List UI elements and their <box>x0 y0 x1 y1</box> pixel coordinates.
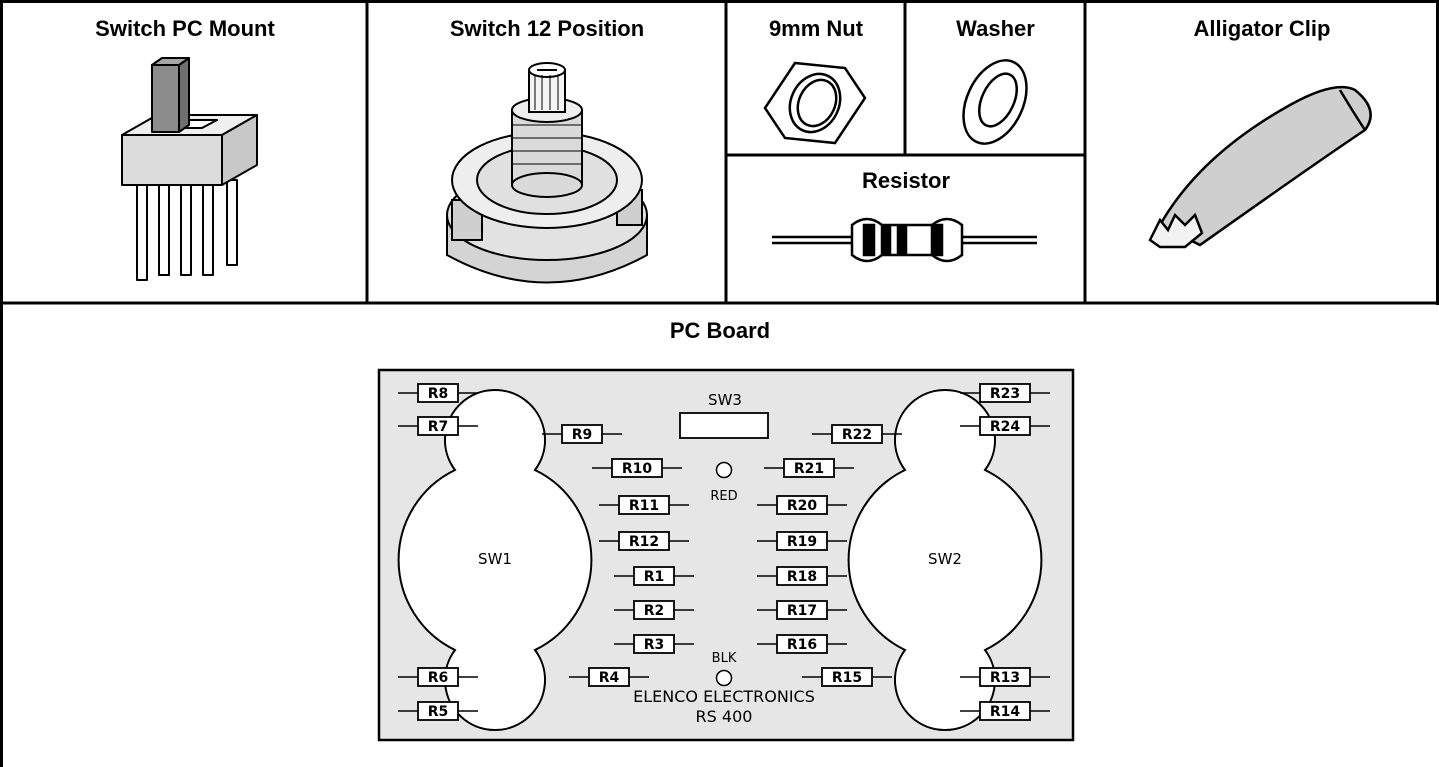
resistor-label-r12: R12 <box>629 534 659 550</box>
resistor-label-r3: R3 <box>644 637 665 653</box>
blk-label: BLK <box>712 651 737 666</box>
resistor-body <box>979 667 1031 687</box>
slide-switch-illustration <box>121 57 258 281</box>
resistor-label-r4: R4 <box>599 670 620 686</box>
resistor-footprint-r17: R17 <box>757 600 847 620</box>
resistor-body <box>417 383 459 403</box>
maker-label: ELENCO ELECTRONICS <box>633 687 815 706</box>
resistor-body <box>561 424 603 444</box>
resistor-footprint-r21: R21 <box>764 458 854 478</box>
resistor-footprint-r5: R5 <box>398 701 478 721</box>
resistor-footprint-r9: R9 <box>542 424 622 444</box>
resistor-body <box>611 458 663 478</box>
resistor-footprint-r20: R20 <box>757 495 847 515</box>
nut-title: 9mm Nut <box>768 16 864 41</box>
resistor-label-r17: R17 <box>787 603 817 619</box>
resistor-label-r15: R15 <box>832 670 862 686</box>
resistor-body <box>417 416 459 436</box>
washer-title: Washer <box>956 16 1035 41</box>
sw2-label: SW2 <box>928 550 962 568</box>
resistor-footprint-r10: R10 <box>592 458 682 478</box>
resistor-label-r18: R18 <box>787 569 817 585</box>
red-label: RED <box>710 489 737 504</box>
resistor-body <box>831 424 883 444</box>
resistor-footprint-r7: R7 <box>398 416 478 436</box>
resistor-footprint-r18: R18 <box>757 566 847 586</box>
resistor-label-r2: R2 <box>644 603 665 619</box>
resistor-body <box>821 667 873 687</box>
resistor-body <box>979 383 1031 403</box>
resistor-footprint-r13: R13 <box>960 667 1050 687</box>
red-test-point <box>715 461 733 479</box>
resistor-body <box>633 566 675 586</box>
resistor-illustration <box>772 217 1037 263</box>
resistor-label-r10: R10 <box>622 461 653 477</box>
resistor-body <box>618 531 670 551</box>
sw3-label: SW3 <box>708 391 742 409</box>
resistor-title: Resistor <box>861 168 951 193</box>
resistor-footprint-r11: R11 <box>599 495 689 515</box>
resistor-footprint-r14: R14 <box>960 701 1050 721</box>
resistor-footprint-r6: R6 <box>398 667 478 687</box>
resistor-body <box>633 634 675 654</box>
sw1-pad <box>397 389 593 731</box>
resistor-footprint-r24: R24 <box>960 416 1050 436</box>
resistor-body <box>633 600 675 620</box>
washer-illustration <box>962 59 1028 145</box>
resistor-footprint-r2: R2 <box>614 600 694 620</box>
resistor-body <box>417 667 459 687</box>
resistor-footprint-r12: R12 <box>599 531 689 551</box>
blk-test-point <box>715 669 733 687</box>
switch-pc-mount-title: Switch PC Mount <box>95 16 275 41</box>
resistor-label-r13: R13 <box>990 670 1020 686</box>
resistor-footprint-r16: R16 <box>757 634 847 654</box>
resistor-body <box>776 566 828 586</box>
sw3-footprint <box>679 412 769 439</box>
resistor-footprint-r23: R23 <box>960 383 1050 403</box>
resistor-label-r5: R5 <box>428 704 449 720</box>
resistor-label-r11: R11 <box>629 498 659 514</box>
resistor-body <box>776 634 828 654</box>
resistor-label-r8: R8 <box>428 386 449 402</box>
resistor-label-r22: R22 <box>842 427 872 443</box>
resistor-body <box>979 416 1031 436</box>
resistor-footprint-r15: R15 <box>802 667 892 687</box>
resistor-body <box>783 458 835 478</box>
resistor-label-r21: R21 <box>794 461 824 477</box>
resistor-footprint-r1: R1 <box>614 566 694 586</box>
resistor-label-r9: R9 <box>572 427 593 443</box>
resistor-label-r19: R19 <box>787 534 817 550</box>
pc-board: SW1 SW2 SW3 RED BLK ELENCO ELECTRONICS R… <box>377 368 1075 742</box>
model-label: RS 400 <box>696 707 753 726</box>
resistor-body <box>776 531 828 551</box>
resistor-body <box>618 495 670 515</box>
rotary-switch-illustration <box>446 62 648 284</box>
alligator-clip-illustration <box>1148 85 1372 249</box>
resistor-body <box>588 667 630 687</box>
resistor-footprint-r3: R3 <box>614 634 694 654</box>
resistor-label-r14: R14 <box>990 704 1021 720</box>
resistor-label-r1: R1 <box>644 569 665 585</box>
resistor-footprint-r19: R19 <box>757 531 847 551</box>
resistor-body <box>417 701 459 721</box>
switch-12-position-title: Switch 12 Position <box>449 16 645 41</box>
hex-nut-illustration <box>763 61 867 145</box>
resistor-body <box>776 600 828 620</box>
resistor-body <box>776 495 828 515</box>
resistor-label-r16: R16 <box>787 637 817 653</box>
pc-board-title: PC Board <box>669 318 771 343</box>
alligator-clip-title: Alligator Clip <box>1193 16 1331 41</box>
resistor-label-r23: R23 <box>990 386 1020 402</box>
resistor-label-r7: R7 <box>428 419 449 435</box>
resistor-label-r24: R24 <box>990 419 1021 435</box>
resistor-footprint-r4: R4 <box>569 667 649 687</box>
resistor-body <box>979 701 1031 721</box>
resistor-footprint-r8: R8 <box>398 383 478 403</box>
resistor-label-r20: R20 <box>787 498 818 514</box>
sw1-label: SW1 <box>478 550 512 568</box>
resistor-footprint-r22: R22 <box>812 424 902 444</box>
resistor-label-r6: R6 <box>428 670 449 686</box>
